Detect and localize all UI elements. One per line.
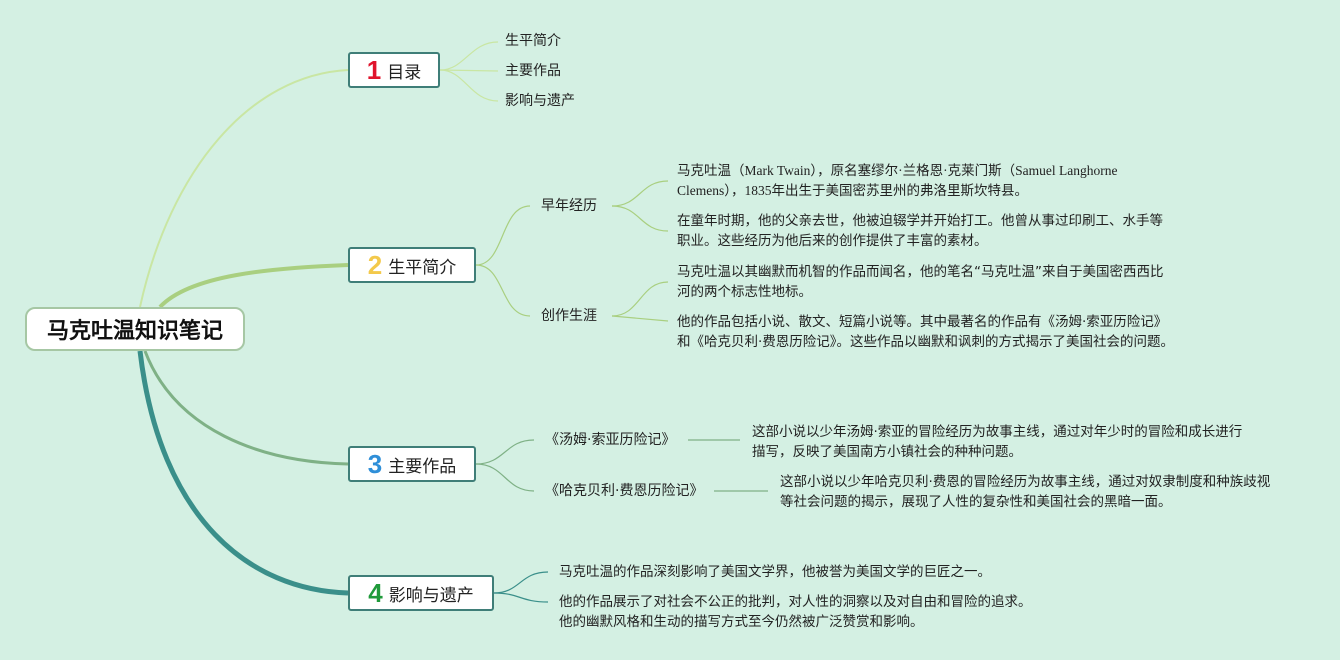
branch-label-works: 主要作品 [388, 456, 457, 477]
link-b4-p1 [493, 571, 549, 594]
link-b1-toc-3 [439, 69, 499, 102]
link-root-to-b2 [158, 263, 349, 309]
legacy-text-2: 他的作品展示了对社会不公正的批判，对人性的洞察以及对自由和冒险的追求。他的幽默风… [559, 594, 1032, 630]
toc-item-legacy[interactable]: 影响与遗产 [505, 93, 575, 109]
branch-label-legacy: 影响与遗产 [388, 585, 474, 606]
branch-node-biography[interactable]: 2 生平简介 [348, 247, 476, 283]
career-text-1: 马克吐温以其幽默而机智的作品而闻名，他的笔名“马克吐温”来自于美国密西西比河的两… [677, 264, 1164, 300]
work-desc-huckleberry-finn: 这部小说以少年哈克贝利·费恩的冒险经历为故事主线，通过对奴隶制度和种族歧视等社会… [780, 474, 1271, 510]
early-life-text-2: 在童年时期，他的父亲去世，他被迫辍学并开始打工。他曾从事过印刷工、水手等职业。这… [677, 213, 1163, 249]
link-career-p1 [611, 281, 669, 317]
branch-number-4: 4 [368, 578, 383, 608]
link-b2-career [475, 264, 531, 317]
topic-early-life[interactable]: 早年经历 [541, 198, 597, 214]
early-life-text-1: 马克吐温（Mark Twain），原名塞缪尔·兰格恩·克莱门斯（Samuel L… [677, 163, 1118, 198]
branch-number-3: 3 [367, 449, 383, 479]
link-b3-work1 [475, 439, 535, 465]
branch-number-2: 2 [367, 250, 383, 280]
link-b2-early [475, 205, 531, 266]
branch-node-works[interactable]: 3 主要作品 [348, 446, 476, 482]
root-node[interactable]: 马克吐温知识笔记 [25, 307, 245, 351]
link-b3-work2 [475, 463, 535, 492]
branch-label-biography: 生平简介 [388, 257, 457, 278]
legacy-text-1: 马克吐温的作品深刻影响了美国文学界，他被誉为美国文学的巨匠之一。 [559, 564, 991, 580]
link-early-p1 [611, 180, 669, 207]
branch-node-legacy[interactable]: 4 影响与遗产 [348, 575, 494, 611]
work-title-tom-sawyer[interactable]: 《汤姆·索亚历险记》 [545, 432, 676, 448]
branch-number-1: 1 [366, 55, 382, 85]
link-root-to-b1 [139, 69, 349, 308]
link-early-p2 [611, 205, 669, 232]
branch-node-toc[interactable]: 1 目录 [348, 52, 440, 88]
career-text-2: 他的作品包括小说、散文、短篇小说等。其中最著名的作品有《汤姆·索亚历险记》和《哈… [677, 314, 1175, 350]
work-desc-tom-sawyer: 这部小说以少年汤姆·索亚的冒险经历为故事主线，通过对年少时的冒险和成长进行描写，… [752, 424, 1243, 460]
topic-career[interactable]: 创作生涯 [541, 308, 597, 324]
root-title: 马克吐温知识笔记 [46, 319, 223, 344]
link-b1-toc-2 [439, 69, 499, 72]
link-b1-toc-1 [439, 41, 499, 71]
toc-item-biography[interactable]: 生平简介 [505, 33, 561, 49]
link-b4-p2 [493, 592, 549, 603]
link-career-p2 [611, 315, 669, 322]
link-root-to-b4 [137, 350, 349, 596]
branch-label-toc: 目录 [387, 62, 422, 83]
toc-item-works[interactable]: 主要作品 [505, 63, 561, 79]
work-title-huckleberry-finn[interactable]: 《哈克贝利·费恩历险记》 [545, 483, 704, 499]
link-root-to-b3 [143, 350, 349, 466]
